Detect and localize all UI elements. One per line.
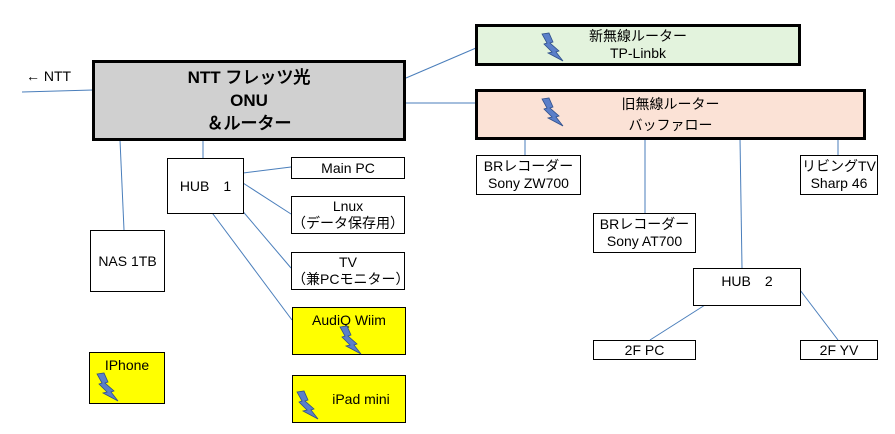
- br-at700-label: BRレコーダー: [599, 216, 690, 232]
- yv-2f-node: 2F YV: [800, 340, 878, 360]
- lnux-node: Lnux （データ保存用）: [291, 196, 405, 234]
- old-wireless-router-node: 旧無線ルーター バッファロー: [475, 89, 866, 140]
- pc-2f-node: 2F PC: [593, 340, 696, 360]
- nas-label: NAS 1TB: [98, 252, 157, 269]
- br-recorder-at700-node: BRレコーダー Sony AT700: [593, 213, 696, 253]
- link-hub1-audiq: [209, 209, 293, 321]
- hub1-label: HUB 1: [179, 177, 232, 194]
- br-recorder-zw700-node: BRレコーダー Sony ZW700: [476, 155, 581, 195]
- tv-sublabel: （兼PCモニター）: [292, 271, 410, 287]
- br-zw700-model: Sony ZW700: [488, 175, 569, 191]
- hub1-node: HUB 1: [167, 158, 244, 214]
- br-zw700-label: BRレコーダー: [483, 158, 574, 174]
- link-onu-nas: [119, 139, 125, 231]
- main-pc-node: Main PC: [291, 157, 405, 179]
- link-hub1-lnux: [242, 182, 292, 215]
- iphone-label: IPhone: [104, 357, 150, 373]
- link-ntt-onu: [21, 89, 94, 93]
- ntt-label: ← NTT: [26, 68, 72, 84]
- main-pc-label: Main PC: [321, 159, 375, 176]
- new-router-model: TP-Linbk: [609, 45, 667, 61]
- onu-router-node: NTT フレッツ光 ONU ＆ルーター: [92, 60, 406, 141]
- tv-label: TV: [339, 254, 357, 270]
- link-hub2-2fpc: [649, 304, 706, 341]
- audiq-label: AudiQ Wiim: [312, 312, 386, 328]
- new-wireless-router-node: 新無線ルーター TP-Linbk: [475, 24, 801, 66]
- nas-node: NAS 1TB: [90, 230, 165, 292]
- tv-node: TV （兼PCモニター）: [291, 252, 410, 290]
- lightning-bolt-icon: [541, 97, 564, 127]
- living-tv-label: リビングTV: [802, 158, 876, 174]
- lnux-label: Lnux: [332, 198, 364, 214]
- lnux-sublabel: （データ保存用）: [292, 215, 404, 231]
- old-router-brand: バッファロー: [628, 116, 713, 133]
- lightning-bolt-icon: [296, 390, 319, 420]
- living-tv-node: リビングTV Sharp 46: [800, 155, 878, 195]
- onu-line-2: ONU: [230, 91, 268, 110]
- hub2-node: HUB 2: [693, 268, 801, 306]
- new-router-name: 新無線ルーター: [589, 28, 687, 44]
- link-old-router-hub2: [739, 137, 743, 269]
- link-onu-new-router: [405, 47, 477, 79]
- br-at700-model: Sony AT700: [606, 233, 683, 249]
- onu-line-3: ＆ルーター: [206, 114, 292, 133]
- hub2-label: HUB 2: [721, 273, 773, 289]
- lightning-bolt-icon: [96, 372, 119, 402]
- lightning-bolt-icon: [541, 32, 564, 62]
- onu-line-1: NTT フレッツ光: [187, 68, 311, 87]
- link-hub2-2fyv: [799, 289, 839, 341]
- old-router-name: 旧無線ルーター: [621, 95, 720, 112]
- lightning-bolt-icon: [339, 325, 362, 355]
- ipad-label: iPad mini: [332, 390, 390, 407]
- link-hub1-tv: [239, 207, 292, 269]
- living-tv-model: Sharp 46: [810, 175, 868, 191]
- yv-2f-label: 2F YV: [819, 341, 859, 358]
- pc-2f-label: 2F PC: [624, 341, 665, 358]
- link-hub1-mainpc: [242, 166, 292, 174]
